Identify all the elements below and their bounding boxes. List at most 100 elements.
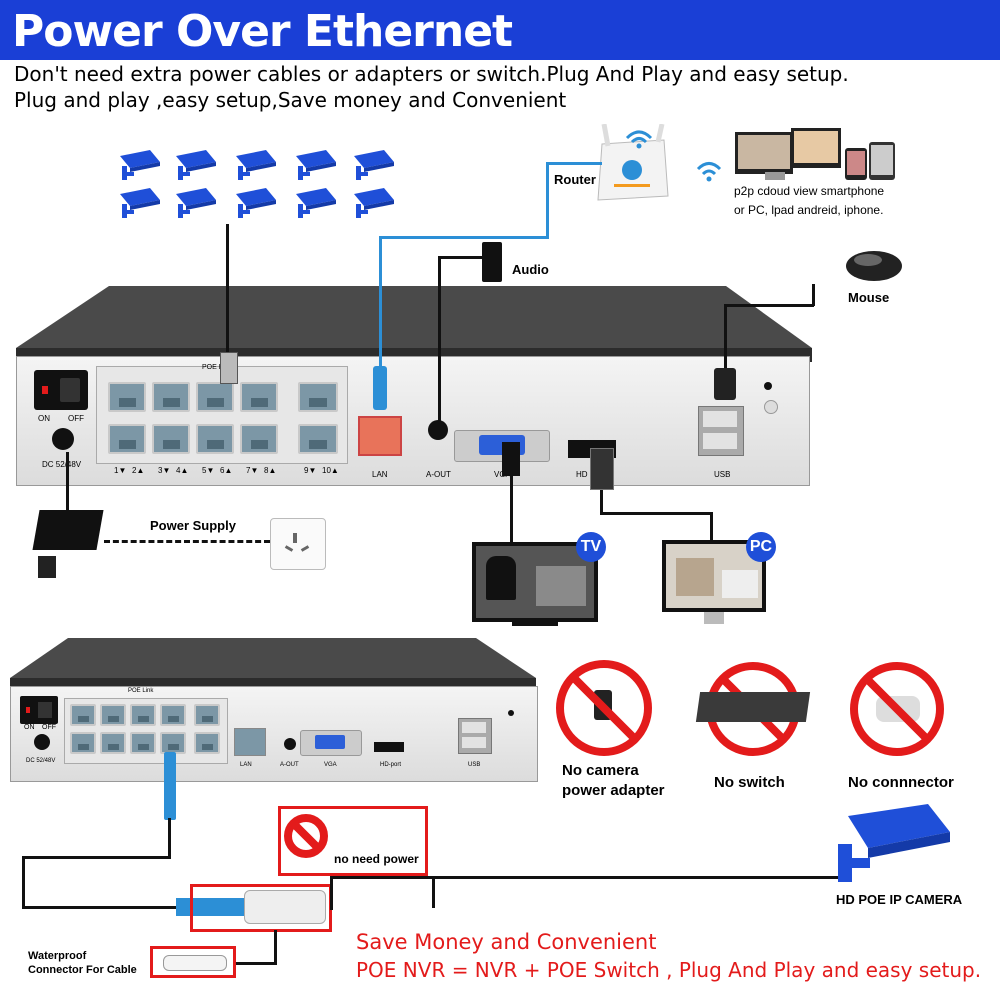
usb-label: USB: [714, 470, 731, 479]
poe-port[interactable]: [130, 704, 156, 726]
pc-stand: [704, 612, 724, 624]
port-number: 1▼: [114, 466, 127, 475]
speaker-icon: [482, 242, 502, 282]
audio-out-jack-2[interactable]: [284, 738, 296, 750]
poe-equation: POE NVR = NVR + POE Switch , Plug And Pl…: [356, 958, 982, 982]
usb-cable: [724, 304, 727, 384]
port-number: 4▲: [176, 466, 189, 475]
no-connector-icon: [850, 662, 944, 756]
p2p-line-1: p2p cdoud view smartphone: [734, 184, 885, 198]
poe-port[interactable]: [130, 732, 156, 754]
poe-port[interactable]: [108, 424, 146, 454]
hd-port-2[interactable]: [374, 742, 404, 752]
dc-label-2: DC 52/48V: [26, 758, 56, 764]
audio-cable: [438, 256, 441, 426]
power-cable-dashed: [104, 540, 270, 543]
poe-port[interactable]: [152, 382, 190, 412]
blue-rj45-plug: [373, 366, 387, 410]
off-label-2: OFF: [42, 724, 56, 731]
poe-port[interactable]: [100, 704, 126, 726]
no-adapter-line-2: power adapter: [562, 782, 665, 799]
nvr2-top-lid: [10, 638, 536, 688]
poe-cable: [274, 930, 277, 964]
usb-label-2: USB: [468, 762, 481, 768]
camera-icon: [236, 150, 276, 180]
poe-port[interactable]: [298, 382, 338, 412]
lan-port[interactable]: [358, 416, 402, 456]
connector-highlight-box: [190, 884, 332, 932]
tv-badge: TV: [576, 532, 606, 562]
hd-plug: [590, 448, 614, 490]
power-switch-2[interactable]: [20, 696, 58, 724]
nvr-top-lid: [16, 286, 812, 362]
reset-button-2[interactable]: [508, 710, 514, 716]
p2p-line-2: or PC, lpad andreid, iphone.: [734, 203, 884, 217]
lan-port-2[interactable]: [234, 728, 266, 756]
blue-cable-end: [176, 898, 250, 916]
power-supply-label: Power Supply: [150, 518, 236, 533]
poe-port[interactable]: [196, 424, 234, 454]
poe-port[interactable]: [298, 424, 338, 454]
usb-cable: [812, 284, 815, 306]
audio-label: Audio: [512, 262, 549, 277]
vga-label-2: VGA: [324, 762, 337, 768]
poe-port[interactable]: [70, 732, 96, 754]
poe-port[interactable]: [194, 732, 220, 754]
screw-icon: [764, 400, 778, 414]
camera-icon: [296, 188, 336, 218]
no-need-power-box: [278, 806, 428, 876]
port-number: 6▲: [220, 466, 233, 475]
poe-port[interactable]: [108, 382, 146, 412]
no-power-icon: [284, 814, 328, 858]
aout-label-2: A-OUT: [280, 762, 299, 768]
camera-icon: [176, 188, 216, 218]
poe-port[interactable]: [194, 704, 220, 726]
poe-port[interactable]: [70, 704, 96, 726]
power-switch[interactable]: [34, 370, 88, 410]
camera-icon: [176, 150, 216, 180]
poe-cable: [22, 856, 171, 859]
dc-label: DC 52/48V: [42, 460, 82, 469]
poe-port[interactable]: [160, 704, 186, 726]
ip-camera-icon: [838, 804, 950, 882]
router-label: Router: [554, 172, 596, 187]
hd-label: HD: [576, 470, 588, 479]
on-label-2: ON: [24, 724, 35, 731]
power-adapter: [32, 510, 104, 550]
no-adapter-line-1: No camera: [562, 762, 639, 779]
power-plug: [38, 556, 56, 578]
router-icon: [597, 124, 669, 201]
usb-ports[interactable]: [698, 406, 744, 456]
vga-port-2[interactable]: [300, 730, 362, 756]
poe-port[interactable]: [152, 424, 190, 454]
usb-ports-2[interactable]: [458, 718, 492, 754]
lan-label: LAN: [372, 470, 388, 479]
page-title: Power Over Ethernet: [12, 6, 513, 57]
port-number: 3▼: [158, 466, 171, 475]
poe-port[interactable]: [196, 382, 234, 412]
camera-icon: [296, 150, 336, 180]
off-label: OFF: [68, 414, 84, 423]
subtitle-line-2: Plug and play ,easy setup,Save money and…: [14, 88, 567, 112]
mouse-icon: [846, 251, 902, 281]
poe-port[interactable]: [160, 732, 186, 754]
hd-cable: [600, 512, 712, 515]
lan-cable: [546, 162, 549, 239]
power-cable: [66, 452, 69, 514]
poe-cable: [330, 876, 435, 879]
rj45-plug: [220, 352, 238, 384]
poe-link-label-2: POE Link: [128, 688, 154, 694]
poe-cable: [432, 876, 842, 879]
poe-port[interactable]: [100, 732, 126, 754]
poe-port[interactable]: [240, 424, 278, 454]
poe-port[interactable]: [240, 382, 278, 412]
switch-device: [695, 692, 811, 722]
poe-cable: [234, 962, 277, 965]
usb-plug: [714, 368, 736, 400]
poe-link-label: POE Link: [202, 364, 232, 371]
lan-cable: [379, 236, 547, 239]
reset-button[interactable]: [764, 382, 772, 390]
camera-icon: [120, 188, 160, 218]
audio-out-jack[interactable]: [428, 420, 448, 440]
poe-cable: [22, 906, 194, 909]
